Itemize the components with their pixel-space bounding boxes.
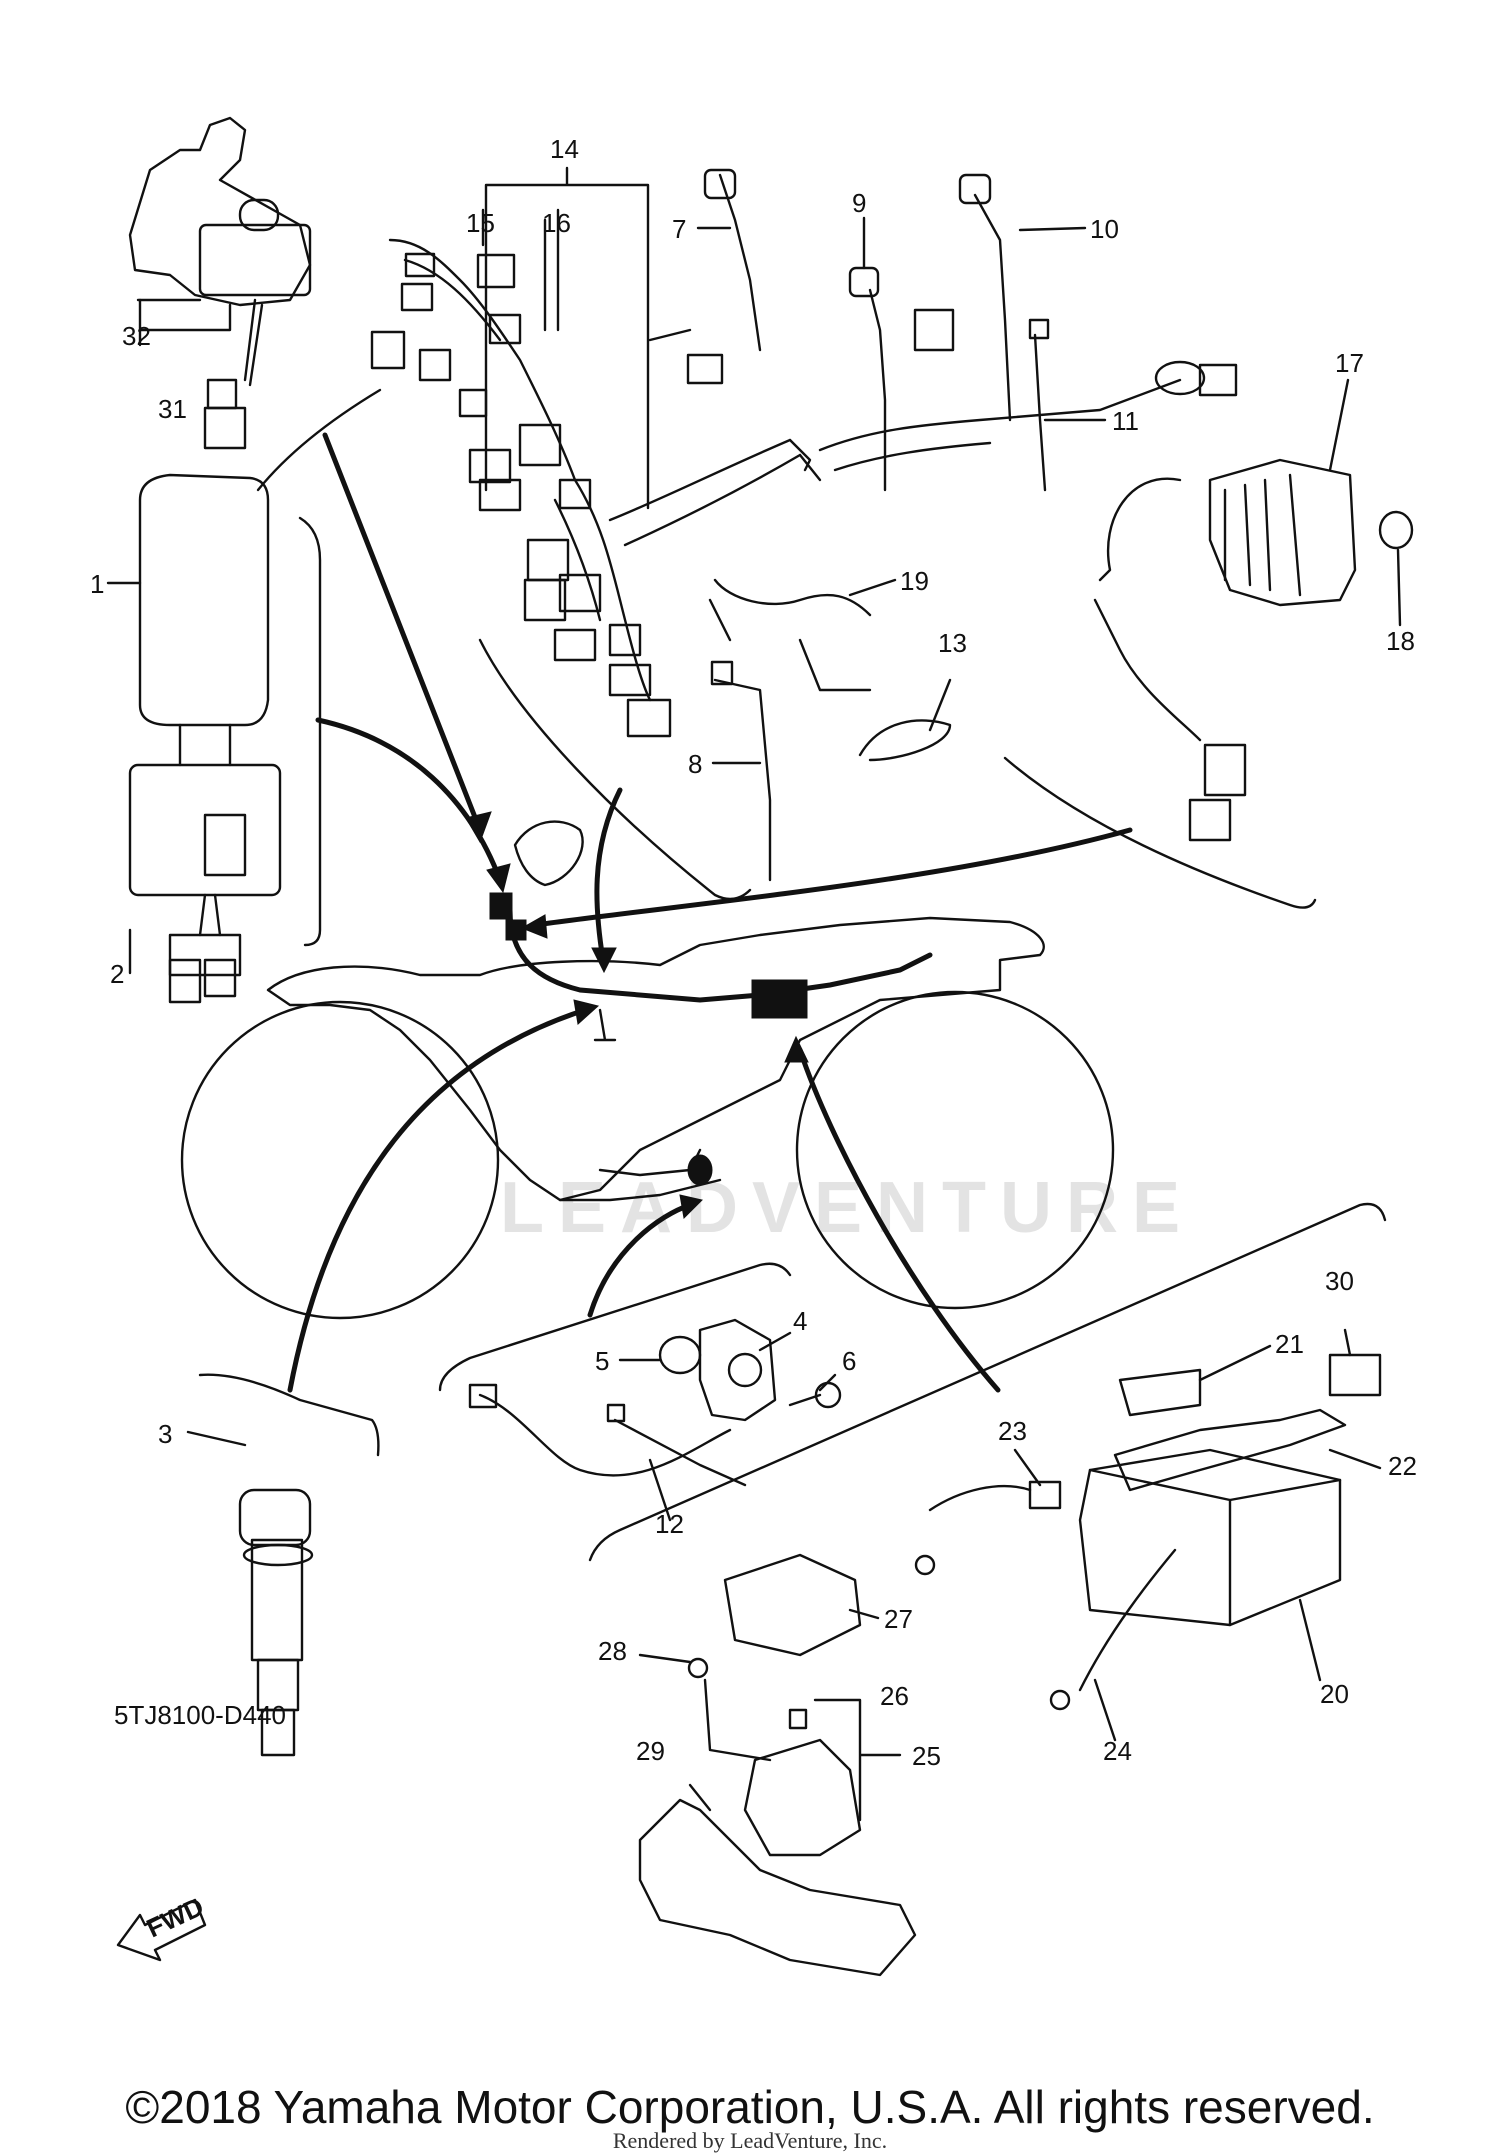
band-9 (868, 288, 887, 492)
callout-18: 18 (1386, 626, 1415, 656)
callout-7: 7 (672, 214, 686, 244)
diagram-code: 5TJ8100-D440 (114, 1700, 286, 1730)
bolt-28 (703, 1678, 772, 1762)
callout-2: 2 (110, 959, 124, 989)
lead-23 (928, 1484, 1032, 1512)
part-1-2-cdi-unit (128, 473, 282, 1004)
part-17-rectifier (1093, 458, 1414, 842)
callouts: 1 2 3 4 5 6 7 8 9 10 11 12 13 14 15 16 1… (90, 134, 1417, 1771)
band-12 (613, 1418, 747, 1487)
callout-26: 26 (880, 1681, 909, 1711)
watermark-text: LEADVENTURE (500, 1168, 1194, 1248)
callout-6: 6 (842, 1346, 856, 1376)
bike-harness (489, 820, 933, 1186)
callout-27: 27 (884, 1604, 913, 1634)
cover-27 (723, 1553, 862, 1657)
rendered-by-notice: Rendered by LeadVenture, Inc. (612, 2128, 888, 2153)
rectifier-location-mark (505, 919, 527, 941)
cover-29 (638, 1798, 917, 1977)
callout-1: 1 (90, 569, 104, 599)
part-14-main-harness (370, 218, 1238, 738)
callout-28: 28 (598, 1636, 627, 1666)
callout-20: 20 (1320, 1679, 1349, 1709)
callout-12: 12 (655, 1509, 684, 1539)
callout-14: 14 (550, 134, 579, 164)
part-31-relay-unit (128, 116, 312, 450)
routing-arrows (287, 432, 1133, 1393)
o-ring-5 (658, 1335, 702, 1375)
callout-31: 31 (158, 394, 187, 424)
band-8 (713, 678, 772, 882)
clamp-19 (713, 578, 872, 617)
callout-30: 30 (1325, 1266, 1354, 1296)
callout-29: 29 (636, 1736, 665, 1766)
callout-13: 13 (938, 628, 967, 658)
callout-11: 11 (1112, 406, 1139, 436)
fwd-label: FWD (142, 1891, 208, 1943)
part-20-battery (914, 1353, 1382, 1711)
callout-22: 22 (1388, 1451, 1417, 1481)
group-frames (198, 166, 1387, 1562)
sensor-location-mark (687, 1154, 713, 1186)
strap-22 (1113, 1408, 1347, 1492)
fuse-30 (1328, 1353, 1382, 1397)
callout-19: 19 (900, 566, 929, 596)
callout-4: 4 (793, 1306, 807, 1336)
copyright-notice: ©2018 Yamaha Motor Corporation, U.S.A. A… (125, 2081, 1375, 2133)
cdi-location-mark (489, 892, 513, 920)
part-3-ignition-coil (238, 1488, 314, 1757)
lead-24 (1078, 1548, 1177, 1692)
callout-32: 32 (122, 321, 151, 351)
part-4-sensor (468, 1318, 842, 1487)
pad-21 (1118, 1368, 1202, 1417)
callout-10: 10 (1090, 214, 1119, 244)
cable-ties (703, 168, 1050, 882)
battery-location-mark (751, 979, 808, 1019)
fwd-arrow-icon: FWD (116, 1891, 208, 1962)
callout-17: 17 (1335, 348, 1364, 378)
band-7 (718, 173, 762, 352)
fuse-26 (788, 1708, 808, 1730)
part-25-starter-relay (638, 1553, 917, 1977)
band-13 (858, 719, 952, 762)
callout-8: 8 (688, 749, 702, 779)
callout-5: 5 (595, 1346, 609, 1376)
callout-23: 23 (998, 1416, 1027, 1446)
callout-21: 21 (1275, 1329, 1304, 1359)
callout-25: 25 (912, 1741, 941, 1771)
band-11 (1033, 333, 1047, 492)
callout-16: 16 (542, 208, 571, 238)
callout-15: 15 (466, 208, 495, 238)
callout-9: 9 (852, 188, 866, 218)
callout-3: 3 (158, 1419, 172, 1449)
callout-24: 24 (1103, 1736, 1132, 1766)
leader-lines (106, 216, 1402, 1822)
motorcycle-outline (180, 916, 1115, 1320)
band-10 (973, 193, 1012, 422)
